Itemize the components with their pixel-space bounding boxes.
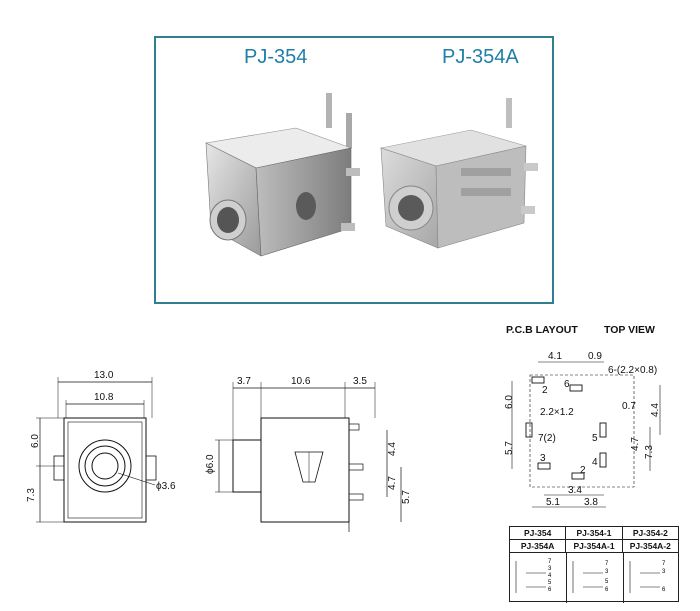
- variant-cell: PJ-354-1: [566, 527, 623, 539]
- pcb-dim-left-b: 5.7: [504, 441, 515, 455]
- pcb-pin-label-7: 2: [580, 465, 586, 476]
- pcb-pin-label-5: 3: [540, 453, 546, 464]
- schem-pin: 4: [548, 573, 552, 579]
- variant-row-2: PJ-354A PJ-354A-1 PJ-354A-2: [510, 540, 678, 553]
- dim-pin-offset: 3.5: [353, 376, 367, 387]
- variant-table: PJ-354 PJ-354-1 PJ-354-2 PJ-354A PJ-354A…: [509, 526, 680, 603]
- dim-height-top: 6.0: [30, 434, 41, 448]
- top-view-heading: TOP VIEW: [604, 324, 655, 336]
- pcb-pin-label-2: 6: [564, 379, 570, 390]
- schem-pin: 6: [662, 587, 666, 593]
- pcb-pin-label-1: 2: [542, 385, 548, 396]
- dim-front-depth: 3.7: [237, 376, 251, 387]
- schem-pin: 7: [548, 559, 552, 565]
- schem-pin: 3: [548, 566, 552, 572]
- dim-body-length: 10.6: [291, 376, 311, 387]
- schematic-variant-2: 7 3 5 6: [567, 553, 624, 603]
- dim-a: 4.4: [387, 442, 398, 456]
- side-diameter: ϕ6.0: [205, 454, 216, 474]
- dim-width-inner: 10.8: [94, 392, 114, 403]
- schem-pin: 5: [548, 580, 552, 586]
- pcb-dim-top-b: 0.9: [588, 351, 602, 362]
- variant-cell: PJ-354A-2: [629, 541, 671, 551]
- pcb-pad-small: 2.2×1.2: [540, 407, 574, 418]
- pcb-layout-heading: P.C.B LAYOUT: [506, 324, 578, 336]
- pcb-pin-label-6: 4: [592, 457, 598, 468]
- pcb-dim-right-c: 4.7: [630, 437, 641, 451]
- side-view-drawing: 3.7 10.6 3.5 ϕ6.0 4.4 4.7 5.7: [205, 376, 412, 532]
- pcb-dim-bottom-b: 5.1: [546, 497, 560, 508]
- pcb-layout-drawing: 4.1 0.9 6-(2.2×0.8) 2 6 7(2) 5 3 4 2 2.2…: [504, 351, 661, 508]
- variant-cell: PJ-354: [510, 527, 567, 539]
- pcb-dim-right-b: 4.4: [650, 403, 661, 417]
- hole-diameter: ϕ3.6: [156, 481, 176, 492]
- model-title-pj354: PJ-354: [244, 46, 308, 68]
- variant-cell: PJ-354-2: [632, 528, 668, 538]
- dim-c: 5.7: [401, 490, 412, 504]
- pcb-dim-top-a: 4.1: [548, 351, 562, 362]
- pcb-dim-bottom-a: 3.4: [568, 485, 582, 496]
- product-photo-frame: PJ-354 PJ-354A: [154, 36, 554, 304]
- variant-row-1: PJ-354 PJ-354-1 PJ-354-2: [510, 527, 678, 540]
- schematic-variant-1: 7 3 4 5 6: [510, 553, 567, 603]
- schem-pin: 3: [605, 569, 609, 575]
- metal-jack-photo: [205, 93, 360, 257]
- pcb-dim-left-a: 6.0: [504, 395, 515, 409]
- pcb-dim-bottom-c: 3.8: [584, 497, 598, 508]
- schem-pin: 3: [662, 569, 666, 575]
- variant-cell: PJ-354A: [510, 540, 567, 552]
- pcb-pin-label-3: 7(2): [538, 433, 556, 444]
- variant-cell: PJ-354A-1: [566, 540, 623, 552]
- pcb-pad-note: 6-(2.2×0.8): [608, 365, 657, 376]
- schem-pin: 7: [605, 561, 609, 567]
- model-title-pj354a: PJ-354A: [442, 46, 519, 68]
- pcb-pin-label-4: 5: [592, 433, 598, 444]
- schem-pin: 6: [548, 587, 552, 593]
- schem-pin: 5: [605, 579, 609, 585]
- dim-b: 4.7: [387, 476, 398, 490]
- front-view-drawing: 13.0 10.8 ϕ3.6 6.0 7.3: [26, 370, 176, 523]
- schem-pin: 6: [605, 587, 609, 593]
- pcb-dim-right-d: 7.3: [644, 445, 655, 459]
- schem-pin: 7: [662, 561, 666, 567]
- plastic-jack-photo: [379, 98, 538, 249]
- dim-height-bottom: 7.3: [26, 488, 37, 502]
- dim-width-outer: 13.0: [94, 370, 114, 381]
- pcb-dim-right-a: 0.7: [622, 401, 636, 412]
- schematic-variant-3: 7 3 6: [624, 553, 680, 603]
